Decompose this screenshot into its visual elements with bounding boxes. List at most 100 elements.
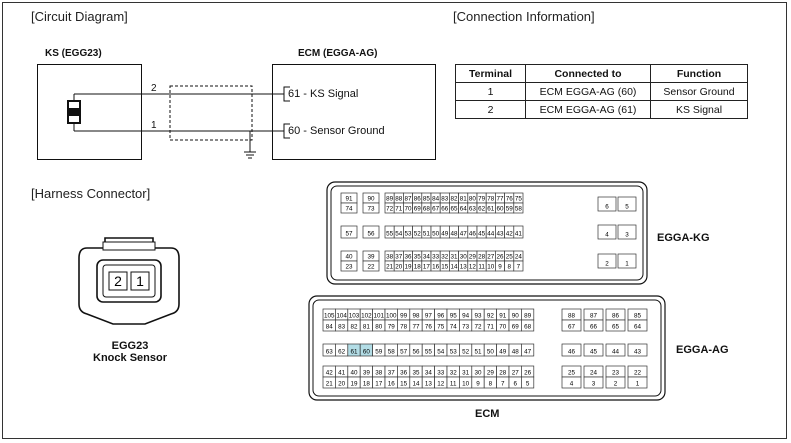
pin-cell <box>513 202 524 214</box>
egga-ag-label: EGGA-AG <box>676 344 729 356</box>
pin-number: 62 <box>478 206 486 213</box>
pin-number: 73 <box>462 324 470 331</box>
pin-number: 70 <box>499 324 507 331</box>
pin-number: 33 <box>432 254 440 261</box>
pin-number: 46 <box>568 349 576 356</box>
pin-number: 88 <box>568 313 576 320</box>
pin-number: 69 <box>512 324 520 331</box>
pin-number: 16 <box>388 381 396 388</box>
pin-number: 2 <box>605 261 609 268</box>
pin-cell <box>340 202 358 214</box>
pin-number: 88 <box>395 196 403 203</box>
pin-cell <box>521 376 535 389</box>
pin-cell <box>583 376 604 389</box>
pin-cell <box>513 260 524 272</box>
pin-number: 91 <box>499 313 507 320</box>
pin-number: 47 <box>460 231 468 238</box>
pin-number: 22 <box>367 264 375 271</box>
pin-number: 72 <box>474 324 482 331</box>
egg23-connector-drawing: 2 1 <box>78 237 180 325</box>
pin-number: 14 <box>412 381 420 388</box>
pin-number: 78 <box>400 324 408 331</box>
pin-number: 71 <box>487 324 495 331</box>
pin-number: 44 <box>487 231 495 238</box>
pin-number: 64 <box>460 206 468 213</box>
pin-number: 54 <box>395 231 403 238</box>
pin-cell <box>627 376 648 389</box>
connection-table: Terminal Connected to Function 1 ECM EGG… <box>455 64 748 119</box>
pin-number: 63 <box>326 349 334 356</box>
pin-number: 31 <box>462 370 470 377</box>
pin-number: 10 <box>487 264 495 271</box>
pin-cell <box>513 225 524 239</box>
pin-number: 79 <box>388 324 396 331</box>
table-cell: ECM EGGA-AG (61) <box>525 100 651 119</box>
pin-number: 7 <box>501 381 505 388</box>
pin-number: 54 <box>437 349 445 356</box>
pin-number: 87 <box>404 196 412 203</box>
table-cell: KS Signal <box>650 100 748 119</box>
pin-number: 17 <box>375 381 383 388</box>
pin-number: 66 <box>441 206 449 213</box>
pin-number: 64 <box>634 324 642 331</box>
pin-number: 74 <box>345 206 353 213</box>
pin-cell <box>605 343 626 357</box>
pin-number: 90 <box>512 313 520 320</box>
pin-number: 59 <box>506 206 514 213</box>
pin-number: 24 <box>590 370 598 377</box>
pin-number: 68 <box>524 324 532 331</box>
pin-number: 66 <box>590 324 598 331</box>
pin-number: 23 <box>612 370 620 377</box>
pin-number: 72 <box>386 206 394 213</box>
pin-number: 58 <box>515 206 523 213</box>
pin-number: 99 <box>400 313 408 320</box>
pin-number: 1 <box>625 261 629 268</box>
pin-number: 35 <box>414 254 422 261</box>
pin-number: 105 <box>324 313 335 320</box>
pin-number: 50 <box>487 349 495 356</box>
pin-number: 92 <box>487 313 495 320</box>
pin-number: 76 <box>506 196 514 203</box>
pin-number: 18 <box>363 381 371 388</box>
pin-number: 101 <box>374 313 385 320</box>
egga-kg-label: EGGA-KG <box>657 232 710 244</box>
pin-number: 16 <box>432 264 440 271</box>
pin-cell <box>583 319 604 332</box>
pin-number: 70 <box>404 206 412 213</box>
pin-number: 26 <box>524 370 532 377</box>
pin-number: 10 <box>462 381 470 388</box>
pin-number: 81 <box>363 324 371 331</box>
pin-number: 75 <box>437 324 445 331</box>
pin-number: 41 <box>338 370 346 377</box>
pin-cell <box>617 224 637 240</box>
pin-number: 21 <box>326 381 334 388</box>
pin-number: 32 <box>441 254 449 261</box>
pin-number: 49 <box>499 349 507 356</box>
pin-number: 22 <box>634 370 642 377</box>
pin-number: 33 <box>437 370 445 377</box>
pin-number: 27 <box>512 370 520 377</box>
pin-number: 30 <box>474 370 482 377</box>
pin-number: 39 <box>363 370 371 377</box>
pin-number: 36 <box>404 254 412 261</box>
pin-number: 60 <box>496 206 504 213</box>
ks-box <box>37 64 142 160</box>
pin-number: 49 <box>441 231 449 238</box>
pin-number: 85 <box>423 196 431 203</box>
pin-number: 58 <box>388 349 396 356</box>
pin-number: 40 <box>345 254 353 261</box>
pin-number: 87 <box>590 313 598 320</box>
pin-number: 77 <box>496 196 504 203</box>
pin-number: 100 <box>386 313 397 320</box>
ecm-box <box>272 64 436 160</box>
pin-number: 86 <box>612 313 620 320</box>
pin-number: 96 <box>437 313 445 320</box>
pin-number: 13 <box>460 264 468 271</box>
egg23-caption: EGG23 Knock Sensor <box>75 340 185 364</box>
pin-number: 29 <box>469 254 477 261</box>
pin-number: 52 <box>462 349 470 356</box>
pin-number: 89 <box>386 196 394 203</box>
pin-cell <box>605 376 626 389</box>
pin-cell <box>597 196 617 212</box>
pin-cell <box>617 253 637 269</box>
